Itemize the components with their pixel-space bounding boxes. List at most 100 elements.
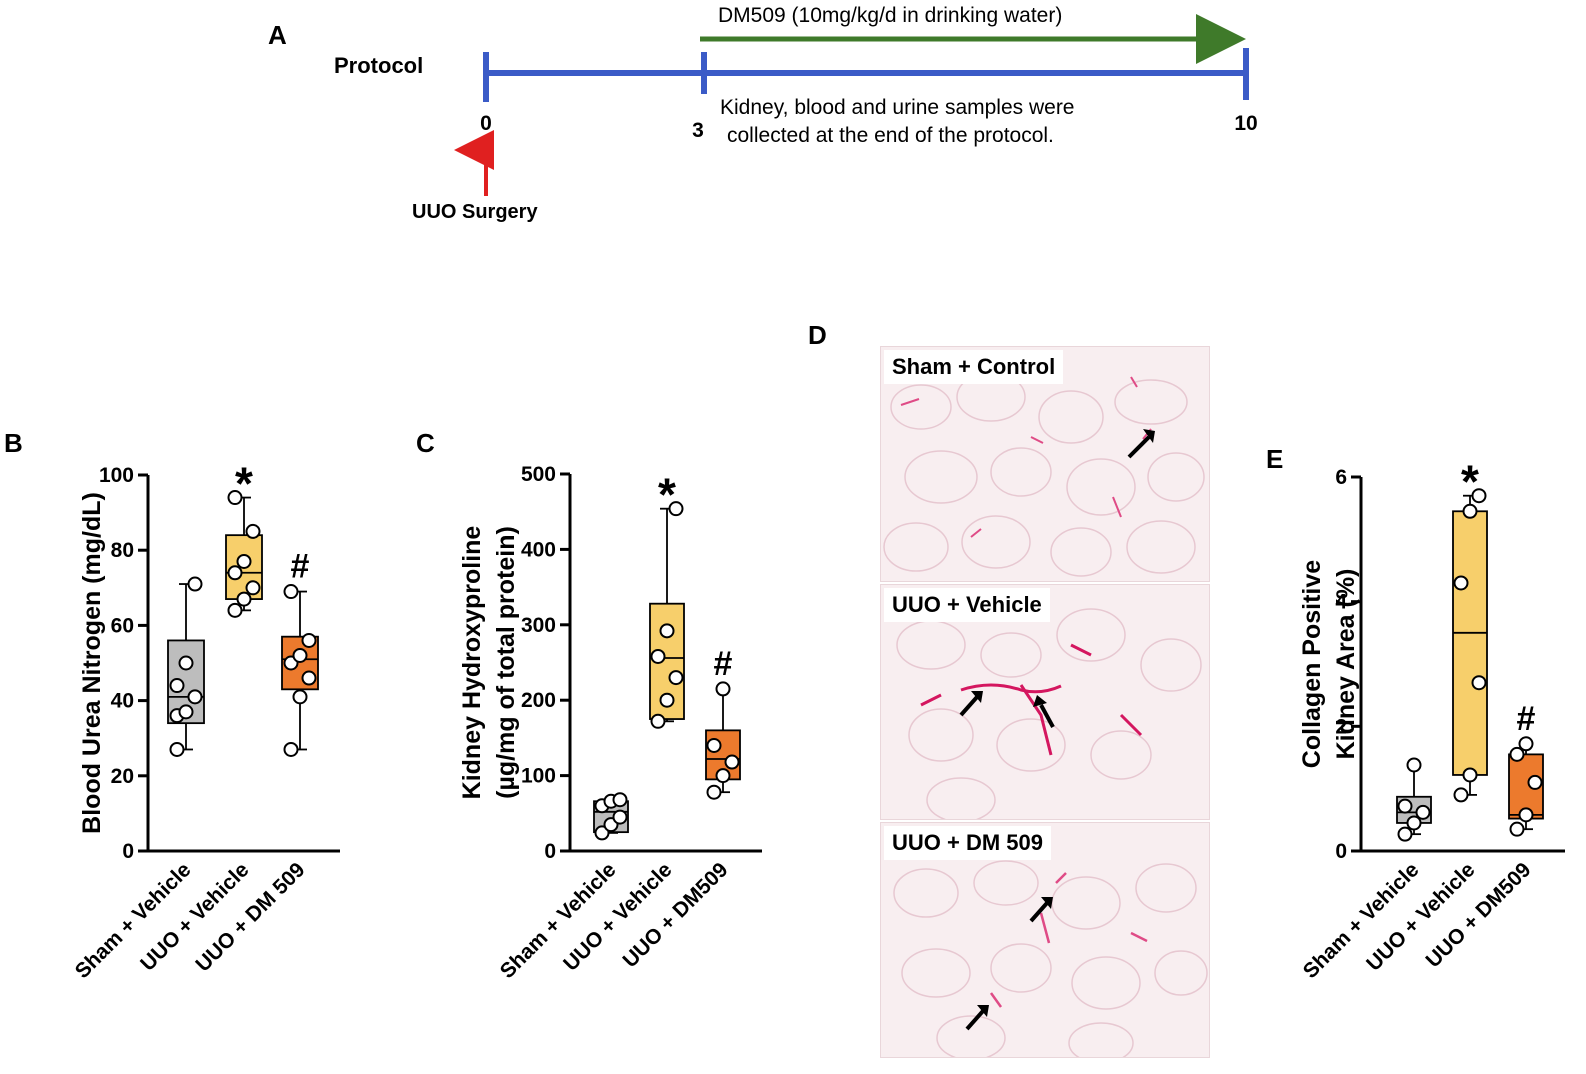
arrow-icon [965,1005,989,1031]
data-point [706,737,722,753]
timeline-label-3: 3 [692,119,704,142]
panel-letter-d: D [808,320,827,350]
y-tick-label: 400 [521,538,556,561]
histology-label-uuo-vehicle: UUO + Vehicle [884,588,1050,622]
box [1452,510,1488,776]
histology-label-uuo-dm509: UUO + DM 509 [884,826,1051,860]
timeline-label-0: 0 [480,112,492,135]
timeline-label-10: 10 [1234,112,1258,135]
data-point [715,681,731,697]
y-tick-label: 0 [544,840,556,863]
data-point [659,623,675,639]
data-point [227,490,243,506]
y-axis-label: Collagen Positive [1298,560,1326,768]
drug-label: DM509 (10mg/kg/d in drinking water) [718,4,1063,27]
surgery-label: UUO Surgery [412,201,538,223]
data-point [169,678,185,694]
data-point [668,501,684,517]
significance-marker: # [1517,700,1536,738]
data-point [1406,815,1422,831]
y-tick-label: 4 [1335,591,1347,614]
histology-image-sham: Sham + Control [880,346,1210,582]
data-point [650,713,666,729]
data-point [301,670,317,686]
significance-marker: # [714,645,733,683]
data-point [187,576,203,592]
data-point [227,602,243,618]
data-point [178,655,194,671]
y-tick-label: 200 [521,689,556,712]
y-tick-label: 0 [1335,840,1347,863]
data-point [1527,774,1543,790]
y-tick-label: 80 [111,539,134,562]
protocol-label: Protocol [334,53,424,78]
data-point [715,768,731,784]
data-point [1509,746,1525,762]
y-axis-label: Kidney Hydroxyproline [458,526,486,800]
significance-marker: * [1461,456,1479,508]
data-point [594,825,610,841]
data-point [1462,503,1478,519]
data-point [1462,767,1478,783]
data-point [301,632,317,648]
histology-texture [881,347,1209,581]
data-point [169,741,185,757]
significance-marker: # [291,548,310,586]
y-tick-label: 0 [122,840,134,863]
data-point [706,784,722,800]
data-point [612,792,628,808]
data-point [245,580,261,596]
significance-marker: * [235,458,253,510]
data-point [245,523,261,539]
y-axis-label-2: Kidney Area (%) [1332,569,1360,760]
protocol-timeline [454,14,1249,196]
y-tick-label: 20 [111,765,134,788]
data-point [659,692,675,708]
panel-letter-a: A [268,20,287,50]
y-tick-label: 2 [1335,715,1347,738]
y-tick-label: 100 [99,464,134,487]
protocol-note-line1: Kidney, blood and urine samples were [720,96,1075,119]
data-point [1453,787,1469,803]
histology-image-uuo-vehicle: UUO + Vehicle [880,584,1210,820]
panel-letter-b: B [4,428,23,458]
data-point [724,754,740,770]
y-tick-label: 300 [521,614,556,637]
data-point [1406,757,1422,773]
panel-letter-c: C [416,428,435,458]
data-point [292,647,308,663]
histology-texture [881,823,1209,1057]
data-point [612,809,628,825]
data-point [1415,804,1431,820]
data-point [1518,807,1534,823]
y-tick-label: 6 [1335,466,1347,489]
data-point [1397,798,1413,814]
data-point [283,741,299,757]
arrow-icon [1029,897,1053,923]
arrow-icon [1127,429,1155,459]
y-tick-label: 60 [111,614,134,637]
data-point [236,591,252,607]
data-point [236,553,252,569]
data-point [1509,821,1525,837]
y-axis-label: Blood Urea Nitrogen (mg/dL) [78,492,106,834]
arrow-icon [1033,695,1055,728]
data-point [187,689,203,705]
data-point [1471,675,1487,691]
data-point [650,648,666,664]
y-tick-label: 100 [521,765,556,788]
histology-image-uuo-dm509: UUO + DM 509 [880,822,1210,1058]
data-point [178,704,194,720]
data-point [283,584,299,600]
data-point [227,565,243,581]
data-point [1518,736,1534,752]
protocol-note-line2: collected at the end of the protocol. [727,124,1054,147]
data-point [1453,575,1469,591]
data-point [1397,826,1413,842]
y-axis-label-2: (µg/mg of total protein) [492,526,520,799]
data-point [668,670,684,686]
data-point [1471,488,1487,504]
